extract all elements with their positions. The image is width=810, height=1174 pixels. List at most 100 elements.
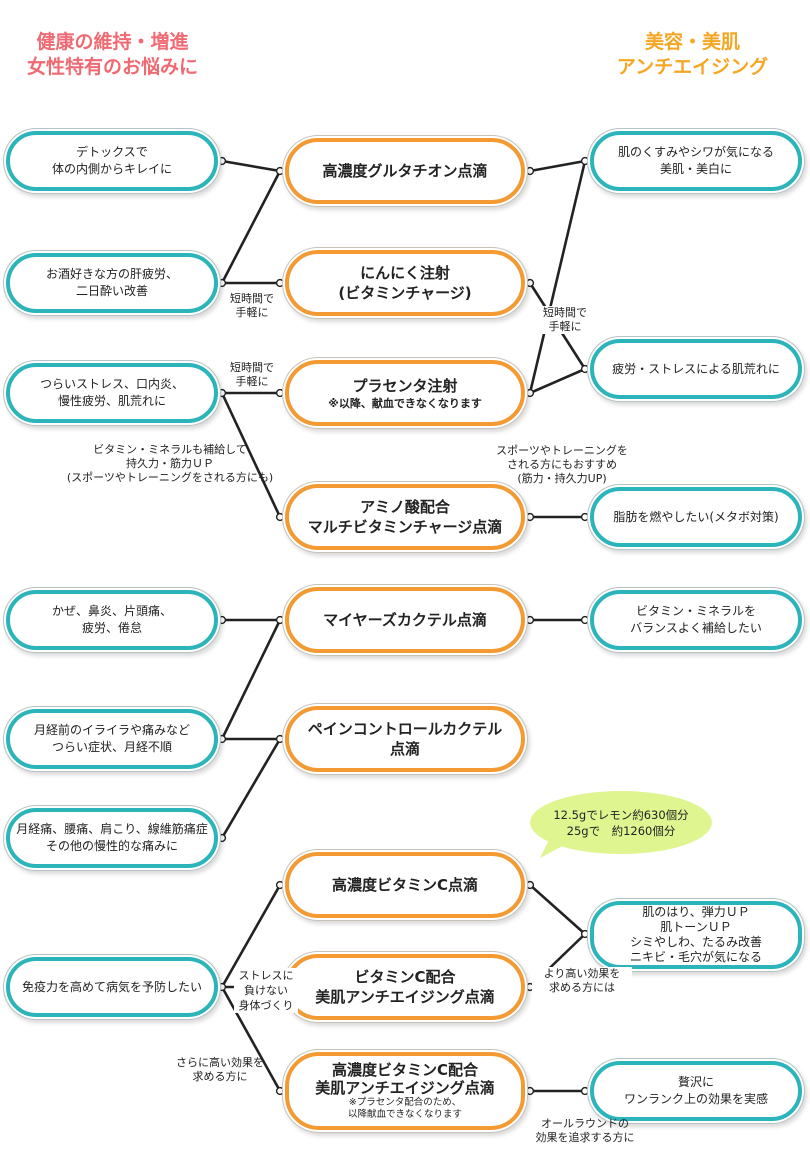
concern-text: 体の内側からキレイに [51,162,172,176]
goal-text: ワンランク上の効果を実感 [623,1092,768,1106]
note-text: 手軽に [548,320,582,333]
concern-detox: デトックスで 体の内側からキレイに [6,131,218,191]
treatment-name: マルチビタミンチャージ点滴 [307,518,503,536]
note-text: より高い効果を [543,967,621,980]
note-all-round: オールラウンドの 効果を追求する方に [520,1117,650,1145]
note-short-time-placenta: 短時間で 手軽に [224,361,280,389]
concern-text: かぜ、鼻炎、片頭痛、 [51,604,172,618]
treatment-name: プラセンタ注射 [352,376,458,395]
treatment-caution: 以降献血できなくなります [347,1109,462,1120]
treatment-name: 点滴 [389,740,420,758]
treatment-garlic-injection: にんにく注射 (ビタミンチャージ) [285,250,525,316]
treatment-placenta: プラセンタ注射 ※以降、献血できなくなります [285,360,525,426]
goal-text: シミやしわ、たるみ改善 [629,935,762,949]
note-stress-body: ストレスに 負けない 身体づくり [234,968,298,1013]
concern-text: その他の慢性的な痛みに [45,839,178,853]
concern-liver-fatigue: お酒好きな方の肝疲労、 二日酔い改善 [6,253,218,313]
treatment-name: にんにく注射 [360,264,450,282]
treatment-high-dose-vitamin-c-beauty: 高濃度ビタミンC配合 美肌アンチエイジング点滴 ※プラセンタ配合のため、 以降献… [285,1052,525,1130]
concern-chronic-pain: 月経痛、腰痛、肩こり、線維筋痛症 その他の慢性的な痛みに [6,808,218,868]
header-health-line-1: 健康の維持・増進 [36,31,189,53]
note-higher-effect-right: より高い効果を 求める方には [532,967,632,995]
treatment-pain-control: ペインコントロールカクテル 点滴 [285,706,525,772]
goal-skin-brightening: 肌のくすみやシワが気になる 美肌・美白に [590,131,802,191]
note-higher-effect-left: さらに高い効果を 求める方に [160,1056,280,1084]
vitamin-c-amount-bubble: 12.5gでレモン約630個分 25gで 約1260個分 [530,791,712,854]
goal-text: ニキビ・毛穴が気になる [629,950,762,964]
goal-text: 贅沢に [677,1075,714,1089]
treatment-name: アミノ酸配合 [360,498,450,516]
header-health-line-2: 女性特有のお悩みに [26,56,198,78]
note-vitamin-mineral: ビタミン・ミネラルも補給して 持久力・筋力ＵＰ (スポーツやトレーニングをされる… [50,443,290,485]
note-short-time-garlic-right: 短時間で 手軽に [537,306,593,334]
treatment-myers-cocktail: マイヤーズカクテル点滴 [285,587,525,653]
goal-luxury-effect: 贅沢に ワンランク上の効果を実感 [590,1061,802,1121]
treatment-name: ビタミンC配合 [354,968,456,986]
goal-text: ビタミン・ミネラルを [635,604,756,618]
note-text: 身体づくり [238,999,294,1012]
treatment-name: 美肌アンチエイジング点滴 [315,988,495,1006]
note-text: 短時間で [543,306,587,319]
treatment-name: 高濃度グルタチオン点滴 [322,162,488,180]
note-short-time-garlic: 短時間で 手軽に [224,292,280,320]
note-text: スポーツやトレーニングを [496,444,628,457]
header-beauty: 美容・美肌 アンチエイジング [580,30,805,80]
bubble-text: 12.5gでレモン約630個分 [553,807,689,822]
treatment-caution: ※以降、献血できなくなります [328,396,482,410]
note-text: 求める方には [549,981,615,994]
concern-text: 疲労、倦怠 [81,621,142,635]
concern-text: つらい症状、月経不順 [51,740,172,754]
treatment-name: マイヤーズカクテル点滴 [323,611,487,629]
goal-rough-skin: 疲労・ストレスによる肌荒れに [590,339,802,399]
header-beauty-line-1: 美容・美肌 [644,31,740,53]
treatment-caution: ※プラセンタ配合のため、 [348,1097,462,1108]
goal-text: 美肌・美白に [659,162,732,176]
note-text: 持久力・筋力ＵＰ [126,457,214,470]
treatment-vitamin-c-beauty: ビタミンC配合 美肌アンチエイジング点滴 [285,954,525,1020]
bubble-text: 25gで 約1260個分 [566,823,676,838]
goal-text: 肌のくすみやシワが気になる [617,145,774,159]
concern-text: デトックスで [76,145,148,159]
treatment-amino-multivitamin: アミノ酸配合 マルチビタミンチャージ点滴 [285,484,525,550]
concern-stress: つらいストレス、口内炎、 慢性疲労、肌荒れに [6,363,218,423]
note-text: 手軽に [235,306,269,319]
note-text: (スポーツやトレーニングをされる方にも) [66,471,274,484]
treatment-name: ペインコントロールカクテル [307,720,503,738]
treatment-glutathione: 高濃度グルタチオン点滴 [285,138,525,204]
header-beauty-line-2: アンチエイジング [616,56,769,78]
treatment-name: 高濃度ビタミンC配合 [331,1061,478,1079]
goal-text: 肌のはり、弾力ＵＰ [642,905,750,919]
goal-text: バランスよく補給したい [630,621,762,635]
note-text: さらに高い効果を [176,1056,264,1069]
treatment-name: 美肌アンチエイジング点滴 [315,1079,495,1097]
concern-text: 免疫力を高めて病気を予防したい [21,979,202,994]
concern-text: つらいストレス、口内炎、 [39,377,184,391]
concern-text: 慢性疲労、肌荒れに [57,394,166,408]
note-text: 効果を追求する方に [535,1131,635,1144]
note-text: 求める方に [192,1070,248,1083]
goal-skin-firmness: 肌のはり、弾力ＵＰ 肌トーンＵＰ シミやしわ、たるみ改善 ニキビ・毛穴が気になる [590,901,802,969]
concern-cold: かぜ、鼻炎、片頭痛、 疲労、倦怠 [6,590,218,650]
goal-text: 脂肪を燃やしたい(メタボ対策) [613,509,779,524]
note-text: 短時間で [230,292,274,305]
treatment-name: (ビタミンチャージ) [338,284,472,302]
concern-pms: 月経前のイライラや痛みなど つらい症状、月経不順 [6,709,218,769]
treatment-name: 高濃度ビタミンC点滴 [331,876,478,894]
note-text: 短時間で [230,361,274,374]
note-text: ストレスに [238,969,294,982]
note-text: ビタミン・ミネラルも補給して [93,443,247,456]
concern-text: 二日酔い改善 [75,284,148,298]
note-text: (筋力・持久力UP) [517,472,607,485]
concern-text: 月経痛、腰痛、肩こり、線維筋痛症 [16,822,208,836]
concern-text: 月経前のイライラや痛みなど [33,723,190,737]
note-text: オールラウンドの [541,1117,629,1130]
note-text: 負けない [244,984,288,997]
goal-text: 肌トーンＵＰ [660,920,732,934]
header-health: 健康の維持・増進 女性特有のお悩みに [0,30,225,80]
goal-fat-burning: 脂肪を燃やしたい(メタボ対策) [590,487,802,547]
note-sports: スポーツやトレーニングを される方にもおすすめ (筋力・持久力UP) [482,444,642,486]
note-text: 手軽に [235,375,269,388]
concern-text: お酒好きな方の肝疲労、 [45,267,178,281]
goal-vitamin-balance: ビタミン・ミネラルを バランスよく補給したい [590,590,802,650]
concern-immunity: 免疫力を高めて病気を予防したい [6,957,218,1017]
